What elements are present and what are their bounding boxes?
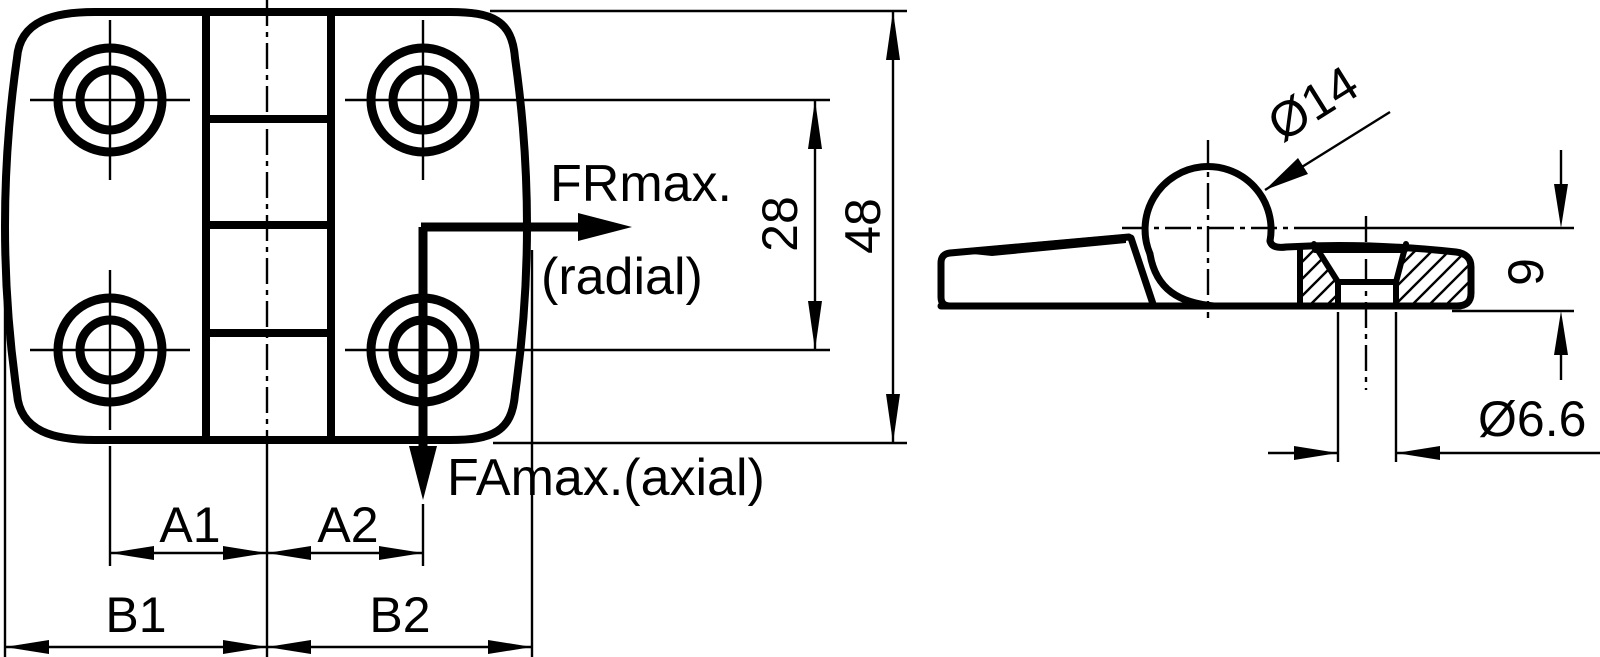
dimension-48: 48 [490, 9, 907, 445]
left-leaf-top-taper [948, 234, 1126, 256]
hinge-body-outline [1, 7, 531, 444]
front-view: FRmax. (radial) FAmax.(axial) 28 48 [1, 0, 907, 657]
dimension-b1-text: B1 [105, 587, 166, 643]
left-leaf-outline [937, 233, 1133, 310]
radial-force-qualifier-label: (radial) [541, 248, 703, 306]
mounting-hole-top-right [345, 20, 830, 180]
dimension-28-text: 28 [752, 196, 808, 252]
axial-force-label: FAmax.(axial) [447, 449, 765, 507]
left-leaf-knuckle-slant [1127, 234, 1157, 308]
section-hatch-right [1398, 246, 1469, 303]
dimension-dia6-6-text: Ø6.6 [1478, 391, 1586, 447]
knuckle-barrel-circle [1141, 163, 1275, 258]
section-hatch-left [1302, 246, 1336, 303]
axial-force-arrow [409, 227, 437, 500]
dimension-9-text: 9 [1498, 258, 1554, 286]
dimension-b2-text: B2 [369, 587, 430, 643]
radial-force-label: FRmax. [550, 155, 732, 213]
dimension-dia6-6: Ø6.6 [1268, 312, 1600, 462]
dimension-48-text: 48 [835, 198, 891, 254]
dimension-a2-text: A2 [317, 497, 378, 553]
dimension-a1-text: A1 [159, 497, 220, 553]
dimension-a1-a2: A1 A2 [108, 446, 425, 566]
right-leaf-outline [1266, 237, 1475, 310]
mounting-hole-bottom-left [30, 270, 190, 430]
dimension-28: 28 [752, 100, 822, 350]
dimension-b1-b2: B1 B2 [3, 250, 534, 657]
side-view: Ø14 9 Ø6.6 [937, 55, 1600, 462]
barrel-to-base-fillet [1146, 250, 1218, 310]
radial-force-arrow [421, 213, 632, 241]
dimension-9: 9 [1452, 150, 1574, 380]
dimension-dia14: Ø14 [1258, 55, 1391, 192]
mounting-hole-top-left [30, 20, 190, 180]
dimension-dia14-text: Ø14 [1258, 55, 1368, 153]
